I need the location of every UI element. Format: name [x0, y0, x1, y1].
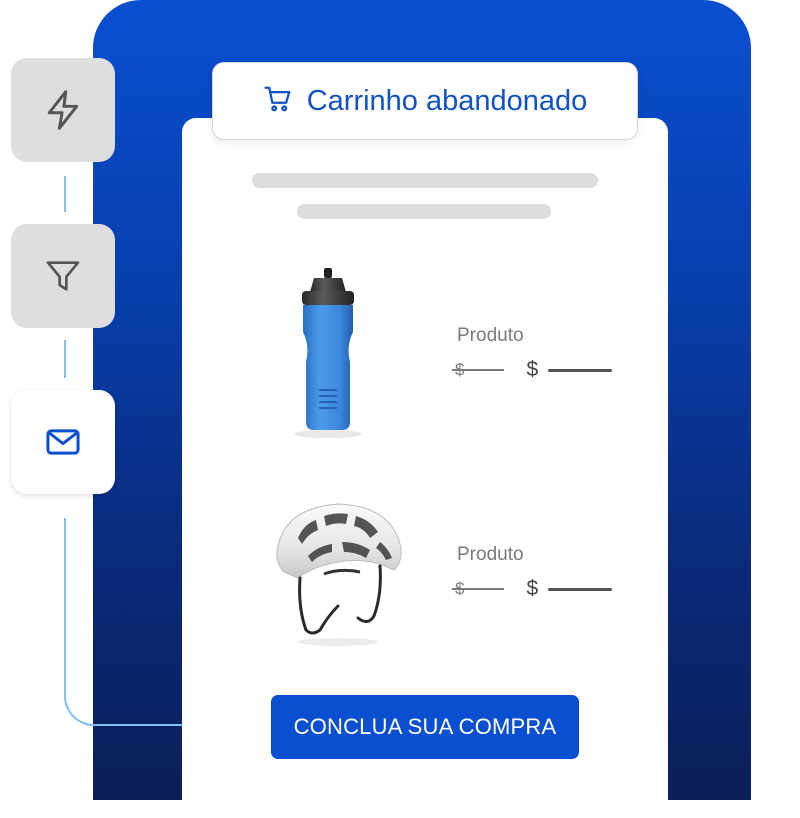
envelope-icon [44, 423, 82, 461]
email-title-header: Carrinho abandonado [212, 62, 638, 140]
email-title: Carrinho abandonado [306, 84, 588, 117]
old-price-strike [452, 369, 505, 371]
new-price-currency: $ [526, 577, 539, 600]
connector-line-4 [98, 724, 248, 726]
water-bottle-image [280, 262, 376, 447]
step-email[interactable] [11, 390, 115, 494]
text-placeholder-line-2 [297, 204, 551, 219]
bike-helmet-image [268, 498, 408, 653]
connector-line-3 [64, 518, 66, 694]
old-price-currency: $ [455, 579, 465, 598]
connector-line-1 [64, 176, 66, 212]
complete-purchase-button[interactable]: CONCLUA SUA COMPRA [271, 695, 579, 759]
new-price-placeholder [548, 368, 613, 372]
old-price-currency: $ [455, 360, 465, 379]
connector-curve [64, 680, 100, 726]
old-price-strike [452, 588, 505, 590]
new-price-placeholder [548, 587, 613, 591]
product-price-1: $ $ [452, 358, 613, 382]
product-price-2: $ $ [452, 577, 613, 601]
funnel-icon [43, 256, 83, 296]
product-label-2: Produto [457, 544, 524, 565]
text-placeholder-line-1 [252, 173, 598, 188]
connector-line-2 [64, 340, 66, 378]
product-label-1: Produto [457, 325, 524, 346]
step-filter[interactable] [11, 224, 115, 328]
lightning-icon [41, 88, 85, 132]
new-price-currency: $ [526, 358, 539, 381]
shopping-cart-icon [263, 84, 293, 119]
step-trigger[interactable] [11, 58, 115, 162]
